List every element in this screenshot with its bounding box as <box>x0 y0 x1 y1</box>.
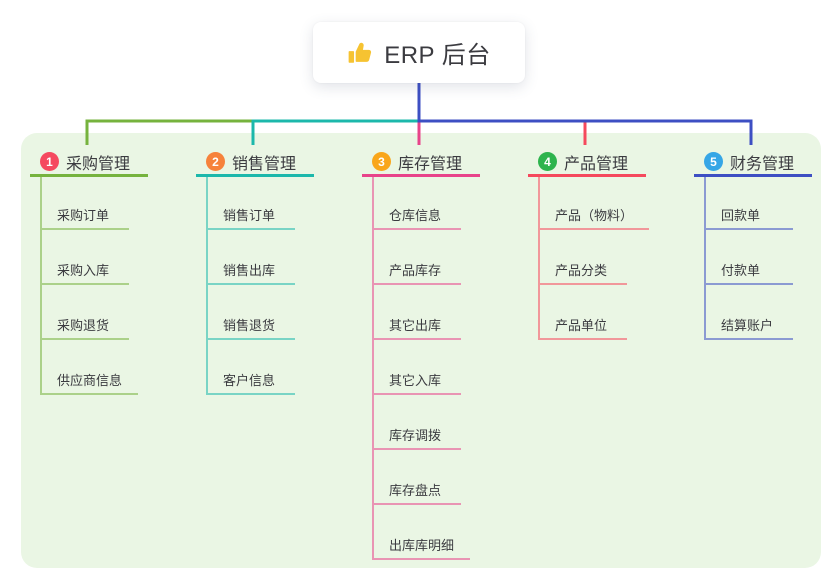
branch-badge-5: 5 <box>704 152 723 171</box>
branch-title-label: 销售管理 <box>232 155 297 173</box>
branch-item[interactable]: 其它入库 <box>374 340 461 395</box>
root-node[interactable]: ERP 后台 <box>313 22 525 83</box>
branch-item-label: 库存调拨 <box>389 428 442 443</box>
branch-item[interactable]: 客户信息 <box>208 340 295 395</box>
branch-item[interactable]: 回款单 <box>706 175 793 230</box>
branch-items-5: 回款单付款单结算账户 <box>704 175 793 340</box>
branch-item[interactable]: 销售退货 <box>208 285 295 340</box>
branch-item-label: 销售订单 <box>223 208 276 223</box>
branch-item[interactable]: 销售出库 <box>208 230 295 285</box>
branch-badge-2: 2 <box>206 152 225 171</box>
branch-item-label: 产品（物料） <box>555 208 634 223</box>
branch-item[interactable]: 产品单位 <box>540 285 627 340</box>
branch-item-label: 销售退货 <box>223 318 276 333</box>
branch-item[interactable]: 库存调拨 <box>374 395 461 450</box>
branch-items-2: 销售订单销售出库销售退货客户信息 <box>206 175 295 395</box>
branch-item-label: 供应商信息 <box>57 373 123 388</box>
branch-item-label: 产品单位 <box>555 318 608 333</box>
branch-item-label: 其它入库 <box>389 373 442 388</box>
branch-items-3: 仓库信息产品库存其它出库其它入库库存调拨库存盘点出库库明细 <box>372 175 471 560</box>
branch-item-label: 采购退货 <box>57 318 110 333</box>
branch-title-5[interactable]: 5 财务管理 <box>694 149 812 177</box>
branch-item-label: 库存盘点 <box>389 483 442 498</box>
branch-title-3[interactable]: 3 库存管理 <box>362 149 480 177</box>
branch-item[interactable]: 供应商信息 <box>42 340 139 395</box>
branch-item-label: 采购入库 <box>57 263 110 278</box>
branch-item-label: 出库库明细 <box>389 538 455 553</box>
branch-item-label: 仓库信息 <box>389 208 442 223</box>
branch-item-label: 产品分类 <box>555 263 608 278</box>
branch-title-2[interactable]: 2 销售管理 <box>196 149 314 177</box>
branch-item[interactable]: 产品分类 <box>540 230 627 285</box>
branch-item[interactable]: 出库库明细 <box>374 505 471 560</box>
branch-items-4: 产品（物料） 产品分类产品单位 <box>538 175 650 340</box>
branch-item-label: 采购订单 <box>57 208 110 223</box>
branch-item-label: 客户信息 <box>223 373 276 388</box>
branch-title-label: 库存管理 <box>398 155 463 173</box>
branch-item[interactable]: 销售订单 <box>208 175 295 230</box>
branch-item[interactable]: 采购退货 <box>42 285 129 340</box>
branch-badge-1: 1 <box>40 152 59 171</box>
branch-title-label: 产品管理 <box>564 155 629 173</box>
thumbs-up-icon <box>347 40 373 66</box>
branch-items-1: 采购订单采购入库采购退货供应商信息 <box>40 175 139 395</box>
root-title: ERP 后台 <box>384 42 491 69</box>
branch-badge-3: 3 <box>372 152 391 171</box>
branch-item[interactable]: 仓库信息 <box>374 175 461 230</box>
branch-item-label: 产品库存 <box>389 263 442 278</box>
branch-item-label: 结算账户 <box>721 318 774 333</box>
branch-item-label: 销售出库 <box>223 263 276 278</box>
branch-item[interactable]: 库存盘点 <box>374 450 461 505</box>
branch-item[interactable]: 采购入库 <box>42 230 129 285</box>
branch-title-1[interactable]: 1 采购管理 <box>30 149 148 177</box>
branch-item-label: 回款单 <box>721 208 761 223</box>
branch-item[interactable]: 采购订单 <box>42 175 129 230</box>
branch-item[interactable]: 其它出库 <box>374 285 461 340</box>
branch-title-4[interactable]: 4 产品管理 <box>528 149 646 177</box>
branch-item-label: 付款单 <box>721 263 761 278</box>
branch-item-label: 其它出库 <box>389 318 442 333</box>
branch-badge-4: 4 <box>538 152 557 171</box>
branch-item[interactable]: 结算账户 <box>706 285 793 340</box>
branch-title-label: 采购管理 <box>66 155 131 173</box>
branch-title-label: 财务管理 <box>730 155 795 173</box>
background-panel <box>21 133 821 568</box>
branch-item[interactable]: 付款单 <box>706 230 793 285</box>
branch-item[interactable]: 产品（物料） <box>540 175 650 230</box>
branch-item[interactable]: 产品库存 <box>374 230 461 285</box>
